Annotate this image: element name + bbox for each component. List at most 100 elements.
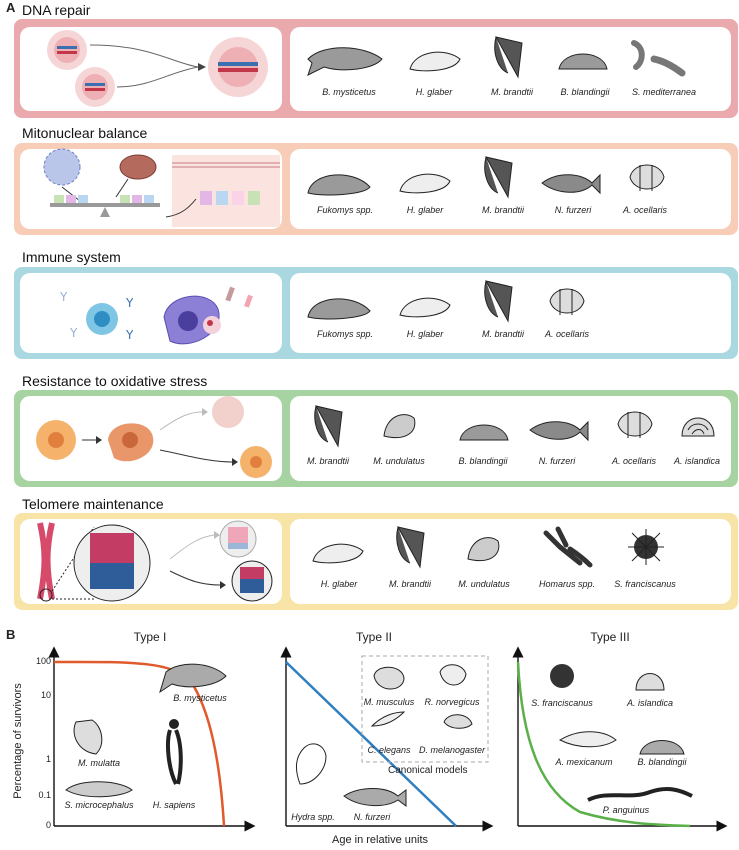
species-box-mito: Fukomys spp. H. glaber M. brandtii N. fu… — [290, 149, 731, 229]
clam-icon — [635, 673, 665, 691]
species-label: M. undulatus — [373, 456, 425, 466]
macaque-icon — [73, 719, 103, 755]
mechanism-illustration-telomere — [20, 519, 282, 604]
section-title-dna-repair: DNA repair — [22, 2, 91, 18]
naked-mole-rat-icon — [399, 297, 451, 318]
human-icon — [166, 729, 183, 785]
lobster-icon — [543, 526, 593, 568]
annotation: D. melanogaster — [418, 745, 486, 755]
human-head-icon — [169, 719, 179, 729]
bat-icon — [494, 36, 523, 79]
shark-icon — [65, 781, 133, 798]
bat-icon — [484, 156, 513, 199]
svg-text:Y: Y — [125, 328, 134, 342]
band-immune: Y Y Y Y Fukomys spp. H. glaber M. brandt… — [14, 267, 738, 359]
panel-letter-b: B — [6, 627, 16, 642]
species-label: A. ocellaris — [611, 456, 656, 466]
annotation: P. anguinus — [602, 805, 650, 815]
species-label: N. furzeri — [538, 456, 576, 466]
fruit-fly-icon — [443, 714, 473, 729]
whale-icon — [307, 47, 383, 76]
naked-mole-rat-icon — [399, 173, 451, 194]
budgerigar-icon — [467, 537, 500, 561]
mechanism-illustration-mito — [20, 148, 282, 229]
whale-icon — [159, 663, 227, 694]
species-label: B. blandingii — [560, 87, 610, 97]
canonical-models-box — [361, 655, 489, 763]
band-mitonuclear: Fukomys spp. H. glaber M. brandtii N. fu… — [14, 143, 738, 235]
species-box-dna: B. mysticetus H. glaber M. brandtii B. b… — [290, 27, 731, 111]
type3-curve — [516, 661, 691, 828]
canonical-models-label: Canonical models — [388, 765, 468, 776]
annotation: M. mulatta — [77, 758, 120, 768]
budgerigar-icon — [383, 414, 416, 438]
species-label: Fukomys spp. — [316, 329, 374, 339]
mechanism-illustration-immune: Y Y Y Y — [20, 273, 282, 353]
axolotl-icon — [558, 731, 617, 748]
turtle-icon — [459, 424, 509, 441]
section-title-mitonuclear: Mitonuclear balance — [22, 125, 148, 141]
annotation: A. mexicanum — [555, 757, 613, 767]
turtle-icon — [639, 740, 685, 755]
species-label: H. glaber — [320, 579, 358, 589]
y-tick: 10 — [40, 690, 51, 700]
clownfish-icon — [629, 164, 665, 191]
annotation: R. norvegicus — [424, 697, 480, 707]
species-label: A. ocellaris — [622, 205, 667, 215]
section-title-immune: Immune system — [22, 249, 121, 265]
flatworm-icon — [631, 40, 686, 77]
species-box-oxidative: M. brandtii M. undulatus B. blandingii N… — [290, 396, 731, 481]
band-dna-repair: B. mysticetus H. glaber M. brandtii B. b… — [14, 19, 738, 118]
band-oxidative: M. brandtii M. undulatus B. blandingii N… — [14, 390, 738, 487]
species-label: M. undulatus — [458, 579, 510, 589]
species-label: B. blandingii — [458, 456, 508, 466]
species-label: Fukomys spp. — [316, 205, 374, 215]
olm-icon — [587, 787, 693, 802]
band-telomere: H. glaber M. brandtii M. undulatus Homar… — [14, 513, 738, 610]
annotation: M. musculus — [363, 697, 415, 707]
sea-urchin-icon — [628, 529, 664, 565]
chart-title-type3: Type III — [590, 630, 630, 644]
clownfish-icon — [617, 411, 653, 438]
species-label: N. furzeri — [554, 205, 592, 215]
bat-icon — [314, 405, 343, 448]
annotation: C. elegans — [367, 745, 411, 755]
bat-icon — [396, 526, 425, 569]
killifish-icon — [343, 788, 407, 807]
species-label: S. franciscanus — [614, 579, 676, 589]
species-label: S. mediterranea — [631, 87, 697, 97]
type2-curve — [285, 661, 457, 827]
bat-icon — [484, 280, 513, 323]
annotation: N. furzeri — [353, 812, 391, 822]
naked-mole-rat-icon — [409, 51, 461, 72]
svg-text:Y: Y — [69, 326, 78, 340]
species-label: H. glaber — [415, 87, 453, 97]
species-label: H. glaber — [406, 329, 444, 339]
y-tick: 1 — [45, 754, 51, 764]
nematode-icon — [370, 711, 406, 727]
species-label: M. brandtii — [306, 456, 350, 466]
sea-urchin-icon — [550, 664, 574, 688]
species-label: A. islandica — [673, 456, 721, 466]
annotation: S. microcephalus — [64, 800, 134, 810]
mole-rat-icon — [307, 174, 371, 196]
section-title-telomere: Telomere maintenance — [22, 496, 164, 512]
species-label: B. mysticetus — [322, 87, 376, 97]
annotation: Hydra spp. — [291, 812, 335, 822]
mechanism-illustration-oxidative — [20, 396, 282, 481]
svg-text:Y: Y — [125, 296, 134, 310]
mouse-icon — [373, 666, 405, 690]
rat-icon — [439, 664, 467, 686]
species-label: M. brandtii — [388, 579, 432, 589]
killifish-icon — [541, 173, 601, 195]
species-box-telomere: H. glaber M. brandtii M. undulatus Homar… — [290, 519, 731, 604]
section-title-oxidative: Resistance to oxidative stress — [22, 373, 208, 389]
annotation: A. islandica — [626, 698, 674, 708]
clownfish-icon — [549, 288, 585, 315]
clam-icon — [681, 417, 715, 437]
y-tick: 100 — [35, 656, 51, 666]
annotation: S. franciscanus — [531, 698, 593, 708]
naked-mole-rat-icon — [312, 543, 364, 564]
x-axis-label: Age in relative units — [332, 834, 428, 846]
